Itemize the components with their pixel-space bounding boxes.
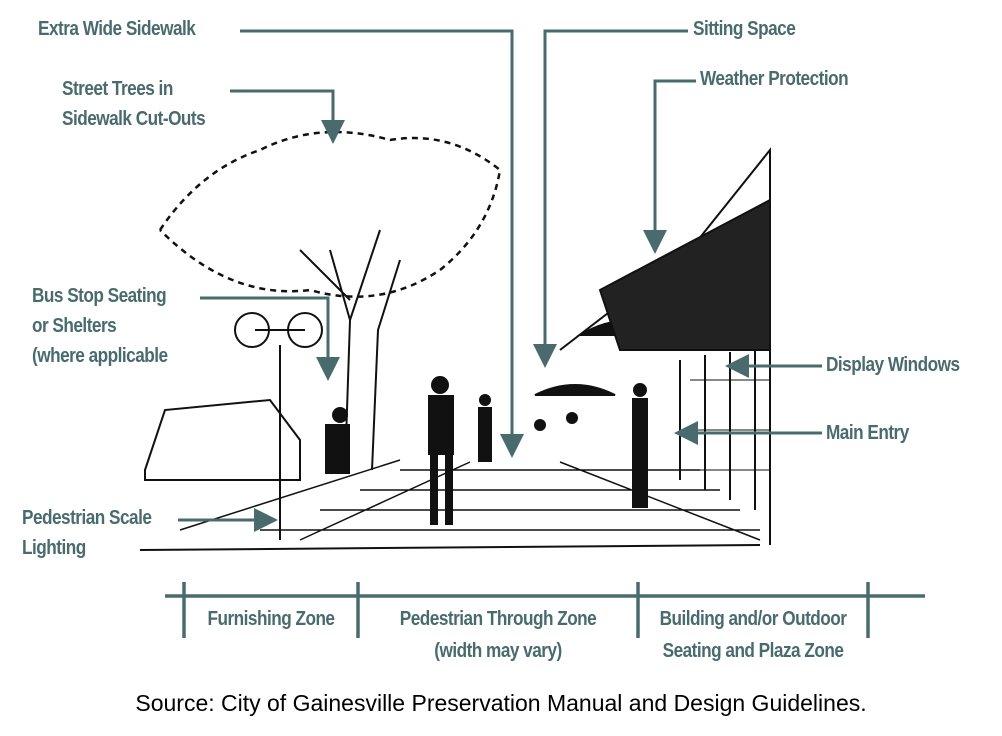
zone-furnishing: Furnishing Zone: [196, 603, 346, 635]
label-sitting-space: Sitting Space: [693, 18, 796, 40]
zone-label: Seating and Plaza Zone: [662, 640, 844, 662]
label-line: Bus Stop Seating: [32, 285, 167, 307]
zone-label: Furnishing Zone: [207, 608, 336, 630]
label-display-windows: Display Windows: [826, 354, 960, 376]
source-caption: Source: City of Gainesville Preservation…: [135, 690, 867, 716]
sketch-drawing: [139, 130, 771, 551]
zone-label: Pedestrian Through Zone: [399, 608, 597, 630]
label-street-trees: Street Trees in Sidewalk Cut-Outs: [62, 74, 206, 134]
label-line: or Shelters: [32, 315, 117, 337]
zone-pedestrian-through: Pedestrian Through Zone (width may vary): [378, 603, 619, 667]
label-extra-wide-sidewalk: Extra Wide Sidewalk: [38, 18, 196, 40]
label-main-entry: Main Entry: [826, 422, 909, 444]
label-line: Sidewalk Cut-Outs: [62, 108, 206, 130]
label-weather-protection: Weather Protection: [700, 68, 849, 90]
curb-line: [139, 544, 761, 551]
label-line: Lighting: [22, 537, 86, 559]
label-lighting: Pedestrian Scale Lighting: [22, 503, 152, 563]
building-facade: [559, 147, 771, 545]
zone-bar: [165, 582, 925, 638]
pedestrians: [325, 376, 648, 525]
callout-lines: [178, 29, 822, 532]
label-line: Street Trees in: [62, 78, 173, 100]
label-bus-stop: Bus Stop Seating or Shelters (where appl…: [32, 281, 168, 371]
zone-building-seating: Building and/or Outdoor Seating and Plaz…: [654, 603, 852, 667]
zone-label: Building and/or Outdoor: [659, 608, 847, 630]
street-tree: [158, 130, 502, 471]
street-lamp: [234, 312, 323, 540]
label-line: Pedestrian Scale: [22, 507, 152, 529]
zone-label: (width may vary): [434, 640, 562, 662]
parked-car: [144, 398, 301, 481]
label-line: (where applicable: [32, 345, 168, 367]
